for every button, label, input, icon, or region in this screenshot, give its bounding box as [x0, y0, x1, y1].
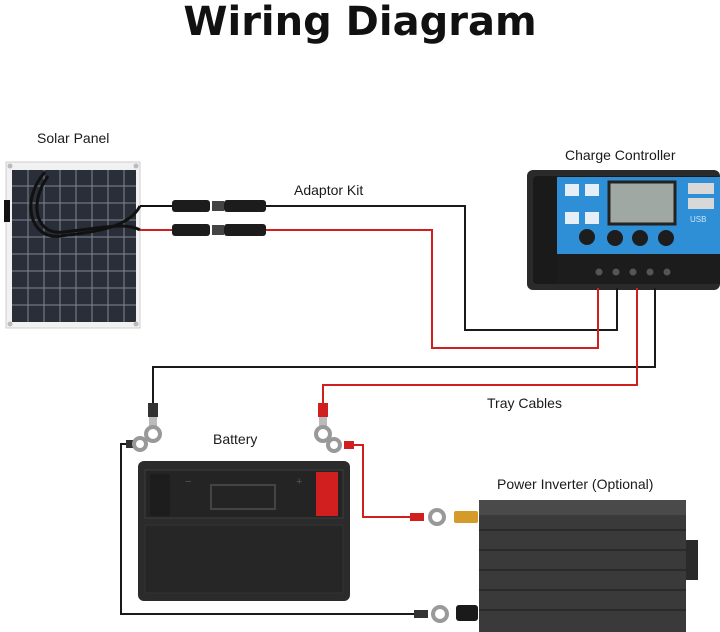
- usb-label: USB: [690, 215, 706, 224]
- adaptor-kit-label: Adaptor Kit: [294, 182, 364, 198]
- solar-panel: [4, 161, 142, 329]
- adaptor-kit: [140, 200, 266, 236]
- tray-cables-label: Tray Cables: [487, 395, 562, 411]
- solar-panel-label: Solar Panel: [37, 130, 110, 146]
- battery: − +: [138, 461, 350, 601]
- charge-controller-label: Charge Controller: [565, 147, 676, 163]
- battery-label: Battery: [213, 431, 258, 447]
- positive-symbol: +: [296, 476, 302, 488]
- charge-controller: USB: [527, 170, 720, 290]
- power-inverter-label: Power Inverter (Optional): [497, 476, 654, 492]
- negative-symbol: −: [185, 476, 191, 488]
- wires: [120, 205, 656, 615]
- ring-terminals: [126, 403, 449, 623]
- diagram-title: Wiring Diagram: [183, 0, 537, 45]
- power-inverter: [454, 500, 698, 632]
